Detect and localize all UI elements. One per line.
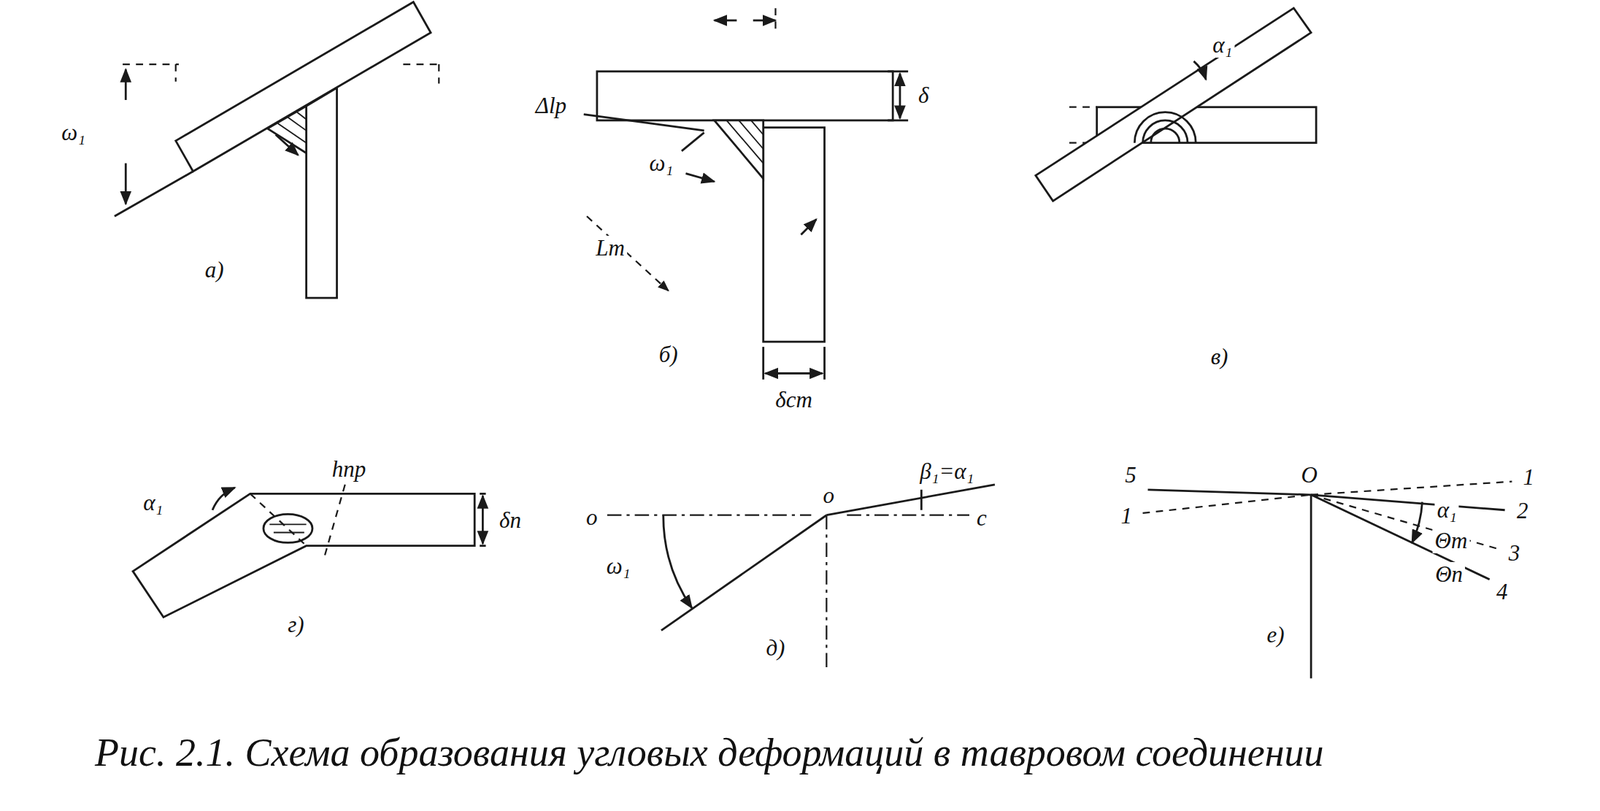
label: Θm	[1432, 528, 1471, 554]
panel-b-line	[753, 19, 776, 22]
panel-v-drawing	[1035, 8, 1317, 201]
panel-a-line	[402, 63, 441, 65]
panel-b-line	[764, 372, 822, 375]
panel-a-line	[306, 87, 338, 298]
panel-g-line	[269, 523, 306, 525]
panel-a-line	[275, 134, 299, 155]
panel-b-line	[681, 132, 705, 152]
panel-b-line	[726, 120, 763, 164]
panel-g-line	[273, 532, 305, 534]
label: α₁	[1210, 32, 1235, 57]
panel-a-line	[124, 163, 128, 205]
label: ω₁	[604, 554, 633, 579]
panel-b-line	[714, 120, 764, 179]
panel-v-line	[1143, 120, 1188, 144]
panel-b-line	[762, 346, 765, 380]
label: β₁=α₁	[917, 459, 976, 484]
panel-b-line	[714, 19, 738, 22]
panel-e-line	[1148, 489, 1312, 495]
label: ω₁	[59, 120, 88, 146]
panel-b-line	[774, 8, 776, 33]
panel-a-line	[437, 64, 440, 84]
label: 1	[1118, 503, 1136, 529]
panel-v-line	[1134, 112, 1196, 144]
panel-b-line	[899, 73, 902, 119]
panel-e-line	[1310, 494, 1498, 549]
panel-g-line	[250, 493, 307, 546]
panel-e-drawing	[1143, 481, 1513, 679]
label: α₁	[1435, 497, 1460, 523]
panel-g-drawing	[132, 484, 487, 618]
panel-a-line	[175, 2, 431, 172]
panel-b-line	[751, 120, 764, 136]
panel-d-line	[663, 515, 692, 609]
panel-a-line	[122, 63, 179, 65]
panel-e-line	[1310, 494, 1313, 679]
label: д)	[763, 635, 787, 661]
panel-e-line	[1310, 481, 1512, 495]
panel-d-line	[920, 489, 923, 511]
label: δст	[772, 387, 815, 413]
label: δп	[497, 508, 524, 533]
label: 4	[1494, 579, 1511, 605]
figure-caption: Рис. 2.1. Схема образования угловых дефо…	[94, 729, 1584, 776]
label: 1	[1520, 464, 1537, 490]
label: Lт	[593, 235, 628, 261]
panel-g-line	[479, 492, 486, 495]
panel-a-line	[297, 112, 307, 120]
panel-d-line	[846, 514, 970, 517]
label: б)	[656, 342, 681, 368]
label: в)	[1208, 344, 1231, 370]
panel-b-drawing	[583, 8, 909, 380]
panel-d-line	[826, 484, 995, 516]
panel-v-line	[1151, 128, 1180, 144]
label: O	[1298, 462, 1319, 488]
label: 2	[1514, 498, 1531, 524]
label: c	[974, 505, 990, 531]
panel-b-line	[887, 70, 909, 73]
panel-a-line	[175, 64, 177, 82]
panel-a-drawing	[114, 2, 441, 298]
panel-b-line	[763, 127, 825, 342]
panel-v-line	[1035, 8, 1311, 201]
panel-d-line	[825, 515, 828, 669]
panel-v-line	[1193, 61, 1206, 80]
label: 3	[1506, 540, 1523, 566]
panel-g-line	[481, 495, 484, 544]
label: Δlр	[533, 93, 569, 119]
panel-a-line	[124, 69, 128, 100]
panel-d-drawing	[607, 484, 995, 669]
label: ω₁	[647, 151, 676, 176]
label: o	[820, 483, 837, 509]
panel-g-line	[479, 544, 486, 547]
panel-e-line	[1411, 502, 1422, 544]
label: hпр	[329, 456, 369, 482]
panel-a-line	[287, 117, 306, 131]
panel-v-line	[1069, 106, 1098, 109]
label: Θп	[1432, 562, 1465, 587]
panel-e-line	[1143, 494, 1312, 514]
label: δ	[916, 83, 931, 109]
panel-d-line	[607, 514, 811, 517]
label: г)	[285, 612, 306, 638]
panel-d-line	[661, 515, 827, 631]
panel-b-line	[823, 346, 826, 380]
panel-g-line	[263, 513, 313, 543]
label: o	[583, 505, 600, 530]
label: а)	[202, 257, 227, 283]
panel-g-line	[132, 493, 475, 617]
panel-b-line	[800, 218, 817, 235]
panel-b-line	[887, 119, 909, 122]
panel-g-line	[212, 487, 236, 511]
panel-b-line	[738, 120, 764, 149]
panel-b-line	[597, 71, 893, 121]
panel-g-line	[324, 484, 346, 557]
panel-b-line	[586, 216, 669, 291]
panel-b-line	[685, 173, 714, 182]
label: α₁	[140, 490, 165, 516]
label: е)	[1264, 621, 1287, 647]
label: 5	[1122, 462, 1139, 488]
panel-b-line	[583, 114, 705, 131]
